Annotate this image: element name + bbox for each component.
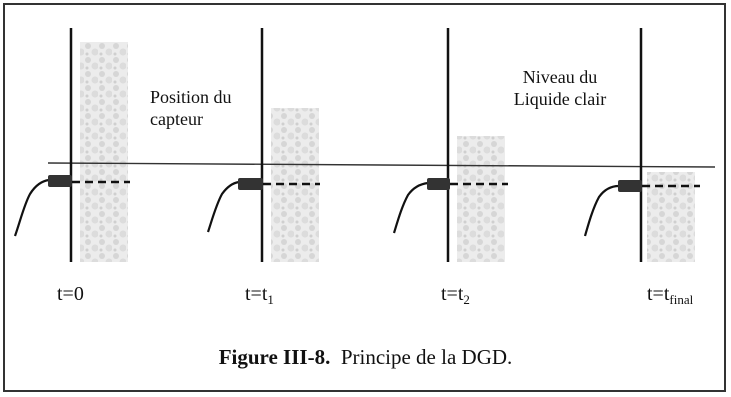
label-niveau-line1: Niveau du (522, 67, 598, 87)
label-position-line1: Position du (150, 87, 232, 107)
time-label-t2-base: t=t (441, 283, 464, 305)
time-label-t1-sub: 1 (267, 292, 274, 307)
sensor-t1 (206, 178, 320, 233)
time-label-t1: t=t1 (245, 282, 274, 312)
label-niveau-line2: Liquide clair (513, 89, 607, 109)
label-position-capteur: Position du capteur (150, 86, 232, 130)
sensor-tfinal (583, 180, 700, 237)
time-label-tfinal: t=tfinal (647, 282, 693, 312)
sensor-t0 (13, 175, 130, 237)
time-label-tfinal-sub: final (669, 292, 694, 307)
clear-liquid-level-line (47, 162, 716, 168)
figure-caption-text: Principe de la DGD. (340, 345, 513, 369)
sediment-column-t2 (457, 136, 505, 262)
time-label-tfinal-base: t=t (647, 283, 670, 305)
label-position-line2: capteur (150, 109, 203, 129)
time-label-t0-base: t=0 (57, 283, 84, 305)
time-label-t2-sub: 2 (463, 292, 470, 307)
figure-frame (3, 3, 726, 392)
time-label-t0: t=0 (57, 282, 84, 312)
sediment-column-t0 (80, 42, 128, 262)
figure-number: Figure III-8. (218, 345, 331, 369)
time-label-t1-base: t=t (245, 283, 268, 305)
label-niveau-liquide: Niveau du Liquide clair (498, 66, 622, 110)
sensor-t2 (392, 178, 508, 234)
time-label-t2: t=t2 (441, 282, 470, 312)
figure-caption: Figure III-8. Principe de la DGD. (0, 344, 731, 370)
